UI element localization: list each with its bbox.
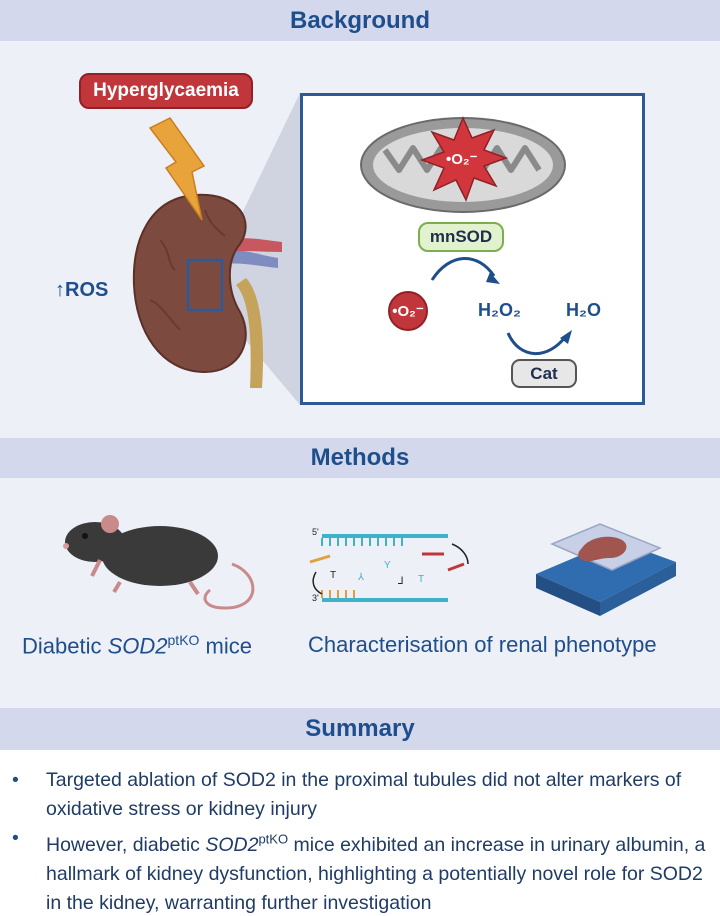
background-title: Background: [289, 6, 430, 34]
strand-label-top: 5': [312, 527, 319, 537]
svg-text:⅄: ⅄: [357, 572, 365, 583]
ureter: [236, 278, 264, 388]
background-header: Background: [0, 0, 720, 41]
summary-header: Summary: [0, 708, 720, 750]
tissue-slide-icon: [536, 523, 676, 616]
mito-superoxide-label: •O₂⁻: [446, 151, 478, 168]
summary-title: Summary: [305, 715, 415, 742]
superoxide-circle: •O₂⁻: [388, 291, 428, 331]
strand-label-bottom: 3': [312, 593, 319, 603]
mouse-icon: [63, 515, 255, 610]
hyperglycaemia-label: Hyperglycaemia: [79, 73, 253, 109]
methods-illustration: T ⅄ Y ⅃ T: [63, 515, 676, 616]
svg-text:⅃: ⅃: [398, 576, 404, 587]
summary-bullet-2: However, diabetic SOD2ptKO mice exhibite…: [12, 824, 712, 916]
dna-strand-icon: T ⅄ Y ⅃ T: [309, 534, 469, 602]
hydrogen-peroxide-label: H₂O₂: [478, 300, 521, 320]
lightning-icon: [148, 117, 206, 221]
summary-list: Targeted ablation of SOD2 in the proxima…: [12, 766, 712, 916]
method-caption-phenotype: Characterisation of renal phenotype: [308, 632, 657, 657]
svg-text:T: T: [418, 574, 424, 585]
method-caption-mice: Diabetic SOD2ptKO mice: [22, 632, 252, 659]
kidney-icon: [132, 193, 247, 374]
summary-bullet-1: Targeted ablation of SOD2 in the proxima…: [12, 766, 712, 824]
methods-title: Methods: [310, 444, 410, 471]
mnsod-badge: mnSOD: [418, 222, 504, 252]
background-illustration: [132, 93, 300, 405]
vein: [224, 250, 278, 268]
kidney-texture: [149, 209, 226, 331]
water-label: H₂O: [566, 300, 601, 320]
methods-header: Methods: [0, 438, 720, 478]
ros-label: ↑ROS: [55, 279, 109, 301]
svg-text:T: T: [330, 570, 336, 581]
catalase-badge: Cat: [511, 359, 577, 388]
svg-text:Y: Y: [384, 560, 391, 571]
zoom-region: [186, 258, 224, 312]
